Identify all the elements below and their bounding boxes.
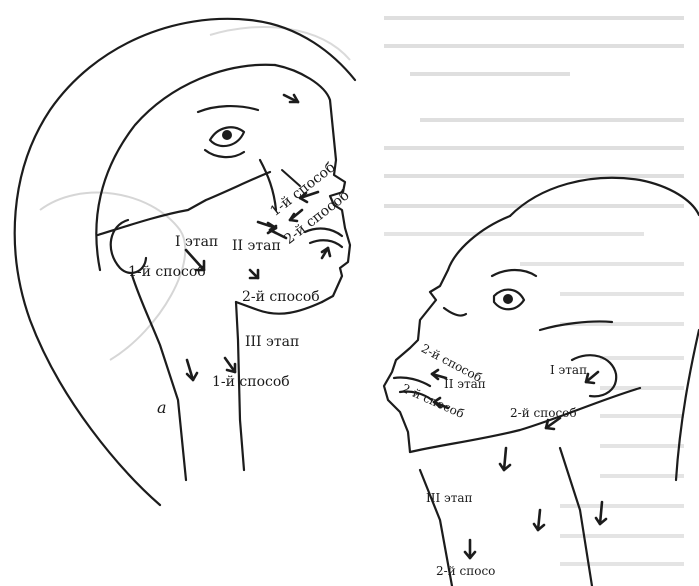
subfigure-label-a: а [157, 400, 167, 416]
right-label-method2-right: 2-й способ [510, 407, 577, 419]
right-head-hair-outline [510, 178, 699, 216]
right-label-method2-bottom: 2-й спосо [436, 565, 495, 577]
right-eyebrow [492, 270, 536, 276]
right-label-stage2: II этап [444, 378, 486, 390]
right-label-stage3: III этап [426, 492, 473, 504]
left-label-stage3: III этап [245, 335, 299, 349]
left-label-method2: 2-й способ [242, 290, 320, 304]
right-label-stage1: I этап [550, 364, 587, 376]
right-face-profile [384, 216, 510, 452]
right-arrows [432, 370, 606, 558]
left-label-method1-bottom: 1-й способ [212, 375, 290, 389]
left-label-stage1: I этап [175, 235, 218, 249]
right-head-illustration [384, 178, 699, 586]
left-neck-back [132, 275, 186, 480]
left-label-method1-top: 1-й способ [128, 265, 206, 279]
left-eyebrow [198, 106, 258, 112]
right-head-back [676, 330, 699, 480]
left-jaw-region [98, 172, 270, 235]
left-label-stage2: II этап [232, 239, 281, 253]
